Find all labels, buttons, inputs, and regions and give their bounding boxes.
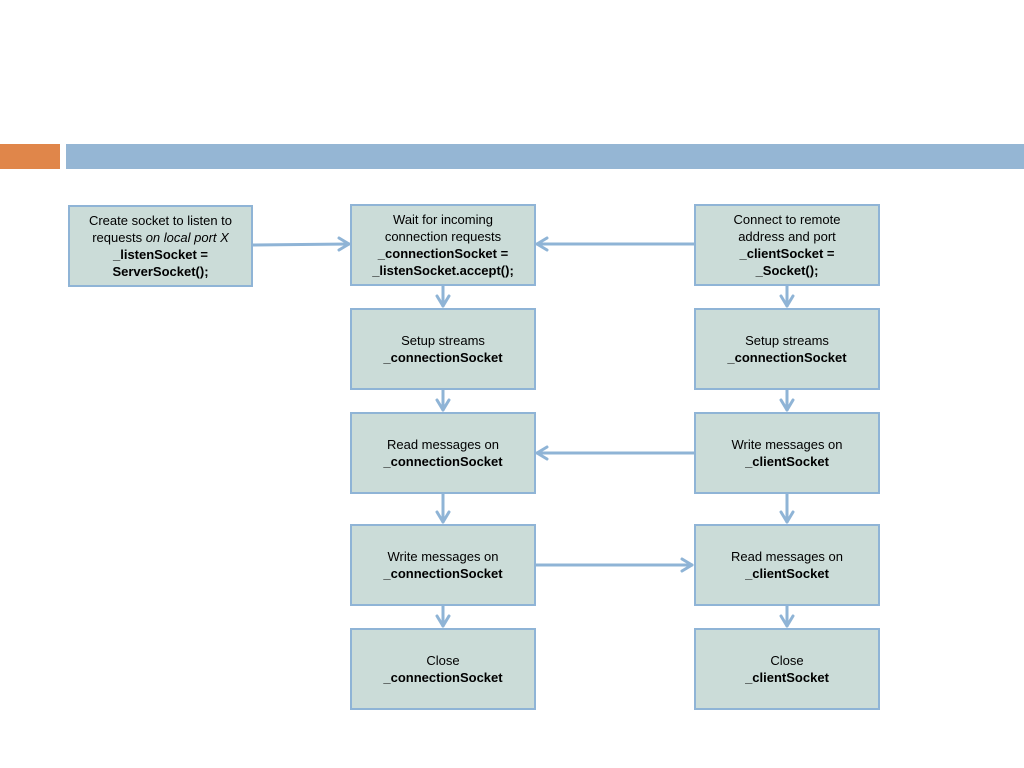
arrow-client-write-to-server-read	[535, 445, 696, 461]
box-client-write: Write messages on _clientSocket	[694, 412, 880, 494]
box-server-write: Write messages on _connectionSocket	[350, 524, 536, 606]
server-setup-line1: Setup streams	[401, 333, 485, 348]
box-server-wait: Wait for incoming connection requests _c…	[350, 204, 536, 286]
client-setup-line2: _connectionSocket	[727, 350, 847, 365]
box-server-close: Close _connectionSocket	[350, 628, 536, 710]
arrow-server-write-to-client-read	[534, 557, 694, 573]
client-connect-line3: _clientSocket =	[739, 246, 835, 261]
listen-line3: _listenSocket =	[112, 247, 209, 262]
arrow-client-write-to-read	[779, 492, 795, 524]
client-connect-line1: Connect to remote	[733, 212, 841, 227]
box-client-close: Close _clientSocket	[694, 628, 880, 710]
box-server-read: Read messages on _connectionSocket	[350, 412, 536, 494]
arrow-wait-to-server-setup	[435, 284, 451, 308]
client-read-line1: Read messages on	[730, 549, 843, 564]
client-read-line2: _clientSocket	[745, 566, 829, 581]
client-setup-line1: Setup streams	[745, 333, 829, 348]
box-client-connect: Connect to remote address and port _clie…	[694, 204, 880, 286]
accent-bar	[0, 144, 60, 169]
arrow-connect-to-wait	[535, 236, 696, 252]
server-setup-line2: _connectionSocket	[383, 350, 503, 365]
arrow-server-write-to-close	[435, 604, 451, 628]
arrow-client-setup-to-write	[779, 388, 795, 412]
arrow-server-setup-to-read	[435, 388, 451, 412]
client-write-line2: _clientSocket	[745, 454, 829, 469]
server-wait-line1: Wait for incoming	[393, 212, 493, 227]
server-wait-line4: _listenSocket.accept();	[372, 263, 514, 278]
client-write-line1: Write messages on	[731, 437, 843, 452]
server-wait-line3: _connectionSocket =	[377, 246, 509, 261]
server-read-line1: Read messages on	[386, 437, 499, 452]
box-client-setup: Setup streams _connectionSocket	[694, 308, 880, 390]
server-write-line1: Write messages on	[387, 549, 499, 564]
server-wait-line2: connection requests	[384, 229, 502, 244]
box-listen-socket: Create socket to listen to requests on l…	[68, 205, 253, 287]
client-connect-line4: _Socket();	[755, 263, 819, 278]
box-server-setup: Setup streams _connectionSocket	[350, 308, 536, 390]
arrow-server-read-to-write	[435, 492, 451, 524]
arrow-connect-to-client-setup	[779, 284, 795, 308]
listen-line2: requests on local port X	[92, 229, 229, 246]
listen-line4: ServerSocket();	[112, 264, 209, 279]
server-close-line2: _connectionSocket	[383, 670, 503, 685]
server-read-line2: _connectionSocket	[383, 454, 503, 469]
listen-line2-italic: on local port X	[145, 230, 229, 245]
arrow-listen-to-wait	[250, 236, 351, 252]
header-bar	[66, 144, 1024, 169]
listen-line1: Create socket to listen to	[88, 213, 233, 228]
arrow-client-read-to-close	[779, 604, 795, 628]
listen-line2-plain: requests	[92, 230, 146, 245]
client-close-line2: _clientSocket	[745, 670, 829, 685]
box-client-read: Read messages on _clientSocket	[694, 524, 880, 606]
server-write-line2: _connectionSocket	[383, 566, 503, 581]
client-close-line1: Close	[770, 653, 804, 668]
server-close-line1: Close	[426, 653, 460, 668]
client-connect-line2: address and port	[738, 229, 836, 244]
